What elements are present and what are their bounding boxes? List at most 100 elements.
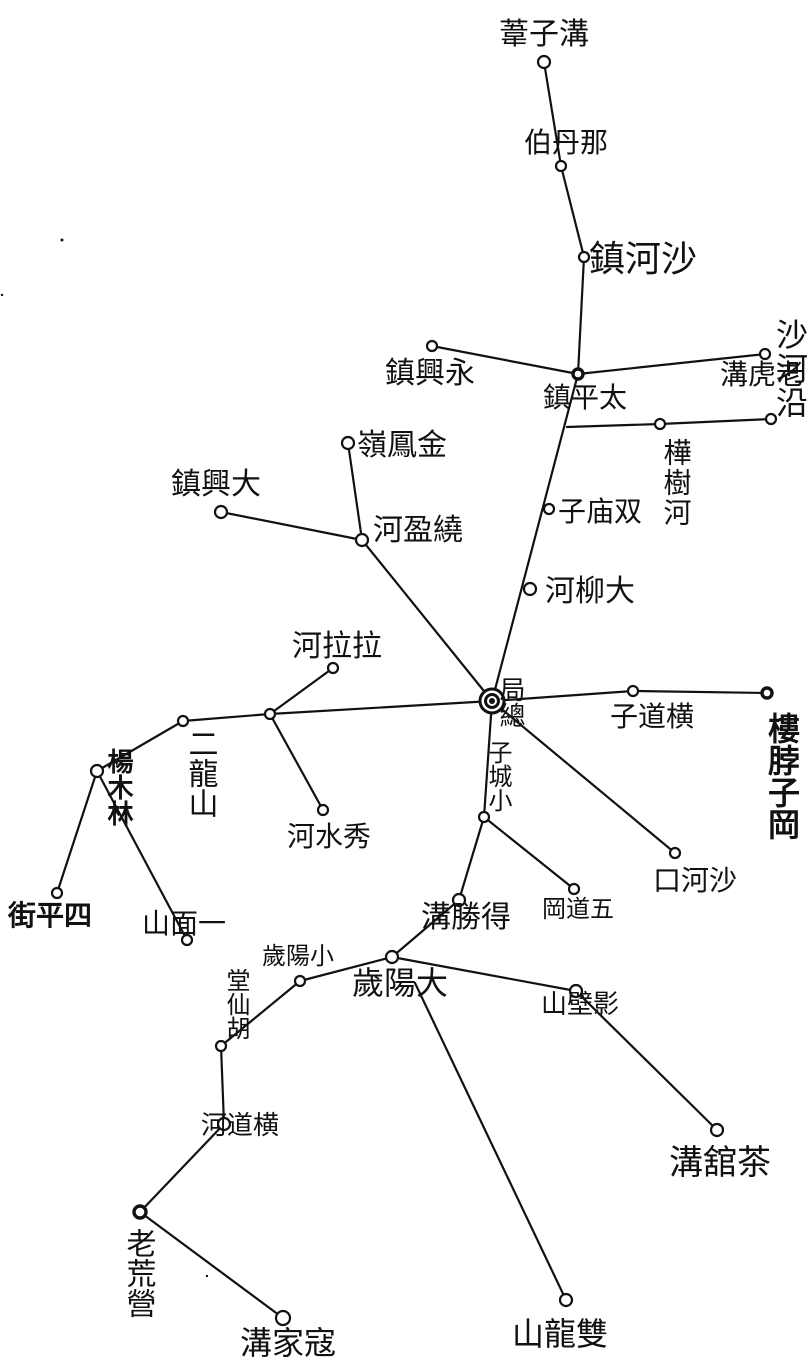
label-shahezhen: 沙河鎮 [589,239,697,280]
label-yingbishan: 影壁山 [541,990,619,1020]
node-shuanglongshan [558,1292,574,1308]
label-shuangmiaozi: 双庙子 [558,495,642,528]
label-yongxingzhen: 永興鎮 [385,356,475,391]
road-xiaocheng-wudao [482,815,576,891]
node-yongxingzhen [425,339,439,353]
road-xiaoyang-huxian [219,979,302,1048]
label-jinfengling: 金鳳嶺 [357,428,447,463]
label-yimianshan: 一面山 [142,907,226,940]
node-daliuhe [522,581,538,597]
label-xiushuihe: 秀水河 [287,820,371,853]
node-deshenggou [451,892,467,908]
node-huashuhe [653,417,667,431]
label-yanshahe: 沿河沙 [771,318,808,420]
label-hub: 總局 [495,676,525,728]
label-kouguijia: 寇家溝 [240,1324,336,1361]
label-daxingzhen: 大興鎮 [171,467,261,502]
label-taipingzhen: 太平鎮 [543,381,627,414]
label-yanglin: 楊木林 [103,748,134,826]
node-xiaoyangsui [293,974,307,988]
hub-marker [478,687,506,715]
label-xiaochengzi: 小城子 [484,740,512,812]
label-hengdaohe: 横道河 [201,1111,279,1141]
road-xiaocheng-desheng [457,815,486,902]
road-laohu-taiping [576,352,767,376]
label-wudaogang: 五道岡 [542,895,614,923]
road-branch-huashu [565,422,662,429]
node-xiushuihe [316,803,330,817]
label-deshenggou: 得勝溝 [421,900,511,935]
node-dayangsui [384,949,400,965]
road-taiping-hub [490,372,580,703]
node-loufengzigang [760,686,774,700]
node-taipingzhen [571,367,585,381]
road-dayang-yingbi [390,955,578,993]
node-yanglin [89,763,105,779]
road-xiaoyang-dayang [298,955,394,983]
road-desheng-dayang [390,898,461,959]
node-daxingzhen [213,504,229,520]
road-jinfeng-raoyi [346,441,364,542]
road-yongxing-taiping [430,344,580,376]
node-chaguangou [709,1122,725,1138]
label-shuanglongshan: 雙龍山 [512,1315,608,1353]
label-hengdaozi: 横道子 [610,700,694,733]
road-yanglin-yimian [95,769,189,942]
road-lala-houshi [268,666,335,716]
road-hengdaozi-loufeng [631,689,769,695]
node-houshi [263,707,277,721]
road-laohuang-kou [138,1210,285,1320]
label-nadanbo: 那丹伯 [524,126,608,159]
road-dayang-shuanglong [413,981,568,1302]
node-yimianshan [180,933,194,947]
label-laohugou: 老虎溝 [720,358,804,391]
label-shahekou: 沙河口 [653,864,737,897]
settlements [50,54,778,1327]
road-hub-shahekou [490,699,677,855]
label-raoyihe: 繞盈河 [373,513,463,548]
road-raoyi-hub [360,538,494,703]
road-kouzigou-nadanbo [542,60,563,168]
node-shahezhen [577,250,591,264]
label-chaguangou: 茶舘溝 [669,1143,771,1183]
node-jinfengling [340,435,356,451]
node-raoyihe [354,532,370,548]
node-nadanbo [554,159,568,173]
node-hengdaozi [626,684,640,698]
road-hub-hengdaozi [490,689,635,703]
place-labels: 溝子葦 那丹伯 沙河鎮 永興鎮 太平鎮 老虎溝 双庙子 金鳳嶺 大興鎮 繞盈河 … [7,17,808,1361]
label-kouzigou: 溝子葦 [499,17,589,52]
road-yanglin-erlong [95,719,185,773]
road-nadanbo-shahezhen [559,164,586,259]
road-huashu-yanhe [658,417,773,426]
label-laohuangying: 老荒營 [121,1228,157,1318]
label-huxiantang: 胡仙堂 [222,968,250,1040]
road-hengdao-laohuang [138,1122,226,1214]
node-wudaogang [567,882,581,896]
label-sipingjie: 四平街 [7,899,92,932]
label-huashuhe: 樺樹河 [660,438,693,528]
node-laohuangying [132,1204,148,1220]
node-huxiantang [214,1039,228,1053]
label-lalahe: 拉拉河 [292,629,382,664]
node-sipingjie [50,886,64,900]
label-xiaoyangsui: 小陽歲 [262,942,334,970]
road-yingbi-chaguan [574,989,719,1132]
node-erlongshan [176,714,190,728]
node-kouguijia [274,1309,292,1327]
label-erlongshan: 二龍山 [183,728,218,818]
label-loufengzigang: 樓脖子岡 [763,712,801,840]
road-shahezhen-taiping [576,255,586,376]
node-xiaochengzi [477,810,491,824]
node-yingbishan [568,983,584,999]
label-daliuhe: 大柳河 [545,574,635,609]
road-network [55,60,773,1320]
node-hengdaohe [216,1116,232,1132]
node-yanshahe [764,412,778,426]
label-dayangsui: 大陽歲 [352,964,448,1002]
road-erlong-houshi [181,712,272,723]
node-shuangmiaozi [542,502,556,516]
road-daxing-raoyi [219,510,364,542]
node-laohugou [758,347,772,361]
